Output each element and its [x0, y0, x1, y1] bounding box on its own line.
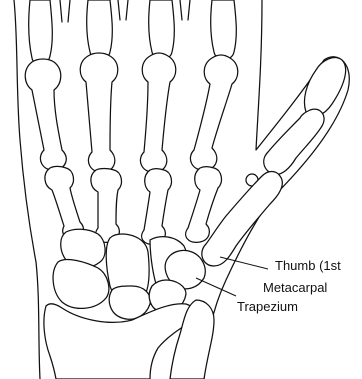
proximal-phalanx-little: [190, 55, 237, 170]
proximal-phalanx-middle: [80, 53, 118, 172]
thumb-distal-phalanx: [304, 58, 345, 117]
proximal-phalanx-ring: [140, 53, 175, 172]
finger-phalanx-1: [29, 0, 53, 65]
trapezium-leader-line: [196, 278, 236, 296]
finger-phalanx-2: [87, 0, 113, 60]
metacarpal-2: [45, 167, 84, 239]
carpal-scaphoid: [53, 260, 109, 309]
proximal-phalanx-index: [25, 59, 66, 170]
nail-mark-1: [60, 0, 70, 22]
thumb-label-line1: Thumb (1st: [275, 258, 341, 274]
finger-phalanx-4: [211, 0, 237, 60]
metacarpal-3: [91, 169, 122, 243]
trapezium-label: Trapezium: [237, 299, 298, 315]
finger-phalanx-3: [149, 0, 175, 60]
thumb-leader-line: [220, 257, 268, 269]
metacarpal-4: [142, 169, 172, 245]
nail-mark-2: [118, 0, 128, 20]
nail-mark-3: [180, 0, 190, 20]
thumb-proximal-phalanx: [264, 109, 324, 174]
thumb-label-line2: Metacarpal: [263, 280, 327, 296]
